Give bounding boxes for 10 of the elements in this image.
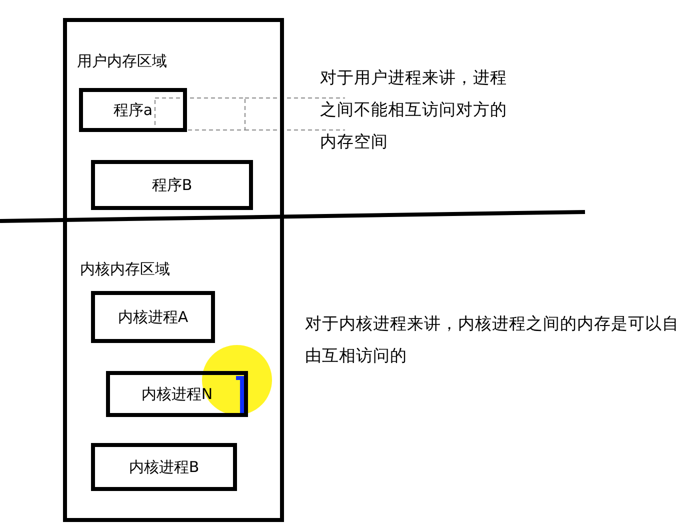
process-box: 内核进程B <box>91 443 237 491</box>
process-box: 程序B <box>91 160 253 210</box>
memory-region-box <box>63 216 284 522</box>
process-box: 程序a <box>79 88 187 132</box>
note-text: 对于内核进程来讲，内核进程之间的内存是可以自由互相访问的 <box>305 313 680 367</box>
note-text: 对于用户进程来讲，进程之间不能相互访问对方的内存空间 <box>320 67 508 153</box>
memory-region-box <box>63 18 284 218</box>
region-title: 用户内存区域 <box>77 52 167 71</box>
region-title: 内核内存区域 <box>80 260 170 279</box>
process-box: 内核进程A <box>91 291 215 343</box>
